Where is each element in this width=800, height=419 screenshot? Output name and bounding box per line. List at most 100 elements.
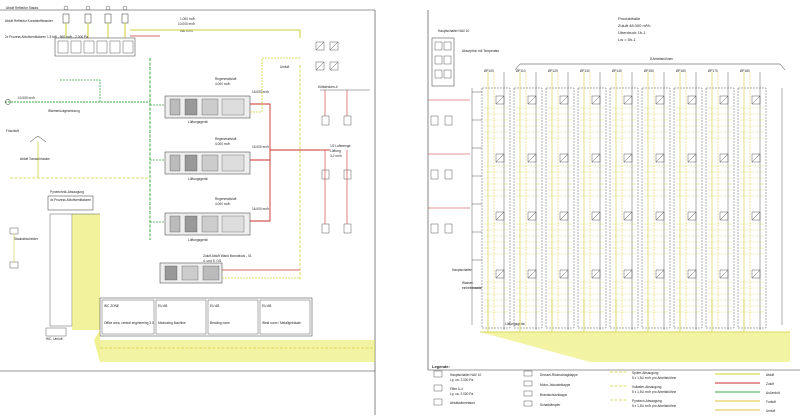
- right-bottom-label-1: Hauptschalter: [452, 268, 473, 272]
- terminal-4: [343, 169, 352, 180]
- legend-col1-name: Abluftwärmetauer: [450, 401, 476, 405]
- terminal-5: [321, 223, 330, 234]
- ahu-1-fan: [201, 98, 219, 116]
- top-tag-0: Abluft Reflektor Stacks: [6, 6, 39, 10]
- ahu-2-fan: [201, 154, 219, 172]
- ahu-1-filter: [169, 98, 181, 116]
- ws-damper: [559, 211, 569, 221]
- ahu-stack: Regenerativluft 4.000 m³/h 16.000 m³/h L…: [164, 77, 269, 242]
- right-header: Produkthalle Zuluft 48.000 m³/h Überdruc…: [431, 16, 786, 87]
- ws-damper: [687, 269, 697, 279]
- ahu-3: Regenerativluft 4.000 m³/h 16.000 m³/h L…: [164, 197, 269, 242]
- outside-air-ducts: 10.000 m³/h Wärmerückgewinnung: [5, 58, 195, 240]
- label-supply-main: Zuluft Abluft Wand Monoblock - 01: [203, 254, 252, 258]
- legend-symbol: [433, 398, 443, 406]
- dust-collector-2: [9, 261, 19, 269]
- legend-symbol: [433, 384, 443, 392]
- label-dust: Staubabscheider: [14, 237, 39, 241]
- ws-damper: [591, 269, 601, 279]
- right-top-bus: [514, 63, 786, 71]
- ws-damper-diag: [719, 269, 729, 279]
- vav-box-2-diag: [329, 41, 339, 51]
- bottom-duct-fill: [100, 340, 375, 362]
- vav-box-1: [315, 41, 325, 51]
- bottom-duct-wedge: [94, 330, 100, 362]
- ahu-3-fan: [201, 215, 219, 233]
- ahu-2-coil: [184, 154, 198, 172]
- legend-symbol: [523, 370, 533, 377]
- legend-symbol: [433, 370, 443, 378]
- rl-terminal-2: [444, 115, 453, 126]
- ws-damper-diag: [719, 95, 729, 105]
- ahu-2-right: 16.000 m³/h: [252, 145, 269, 149]
- ws-damper: [559, 153, 569, 163]
- right-line-1: Zuluft 48.000 m³/h: [618, 23, 650, 28]
- ws-column-7: ØF160: [673, 69, 703, 332]
- ahu-1: Regenerativluft 4.000 m³/h 16.000 m³/h L…: [164, 77, 269, 124]
- vav-box-4-diag: [329, 61, 339, 71]
- ws-damper: [591, 211, 601, 221]
- circuit-box: [45, 327, 67, 337]
- legend-symbol: [523, 390, 533, 397]
- ahu-3-name: Lüftungsgerät: [188, 238, 208, 242]
- label-fresh-air: Frischluft: [6, 129, 19, 133]
- legend-col1-name: Hauptschalter NAV 10: [450, 373, 482, 377]
- ahu-2-wheel: [221, 154, 245, 172]
- ws-damper-diag: [719, 153, 729, 163]
- ws-damper-diag: [527, 269, 537, 279]
- legend-col3-name: Vollaster-Absaugung: [632, 385, 662, 389]
- ws-damper-diag: [655, 95, 665, 105]
- legend-linetype-name: Umluft: [766, 409, 775, 413]
- right-top-bus-label: 8 Arbeitsbühnen: [650, 57, 673, 61]
- rl-terminal-3: [430, 169, 439, 180]
- rl-terminal-6: [444, 223, 453, 234]
- ws-damper: [527, 95, 537, 105]
- right-panel-switch-3: [434, 55, 443, 65]
- top-tag-2: 10.000 m³/h: [178, 22, 195, 26]
- supply-from-ahu-1: [250, 103, 320, 151]
- ahu-2-flow: 4.000 m³/h: [215, 142, 230, 146]
- ahu-3-flow: 4.000 m³/h: [215, 202, 230, 206]
- legend-col3-name: Spüler-Absaugung: [632, 371, 659, 375]
- pyrotech-column: [49, 213, 73, 327]
- stack-cap-1: [63, 5, 69, 11]
- legend-linetype-name: Abluft: [766, 373, 774, 377]
- rl-terminal-4: [444, 169, 453, 180]
- ws-damper: [687, 211, 697, 221]
- ahu-1-name: Lüftungsgerät: [188, 120, 208, 124]
- ws-column-frame: [705, 87, 735, 329]
- legend-linetype-item: Umluft: [715, 409, 775, 413]
- ws-damper: [719, 153, 729, 163]
- legend-col1-item: Filter A-4Lp, ca. 2.000 Pa: [433, 384, 473, 396]
- room-measuring-tag: EU AB: [158, 304, 167, 308]
- ws-damper-diag: [591, 269, 601, 279]
- ws-damper: [687, 153, 697, 163]
- legend-symbol: [523, 380, 533, 387]
- ahu-2: Regenerativluft 4.000 m³/h 16.000 m³/h L…: [164, 137, 269, 181]
- vav-box-1-diag: [315, 41, 325, 51]
- vav-box-1-frame: [315, 41, 325, 51]
- ws-column-frame: [481, 87, 511, 329]
- legend-linetype-name: Außenluft: [766, 391, 780, 395]
- ws-damper-diag: [655, 153, 665, 163]
- ws-damper: [719, 211, 729, 221]
- fan-bank-frame: [54, 37, 136, 57]
- left-sheet: Abluft Reflektor Stacks 1.000 m³/h 10.00…: [0, 5, 376, 415]
- exhaust-cap-icon: [29, 135, 47, 143]
- ws-column-frame: [673, 87, 703, 329]
- legend-title: Legende:: [432, 364, 450, 369]
- monoblock-fan: [181, 265, 199, 281]
- ahu-2-filter: [169, 154, 181, 172]
- ahu-1-right: 16.000 m³/h: [252, 90, 269, 94]
- right-panel-switch-6: [443, 69, 452, 79]
- label-exhaust-cap: Abluft Tondachhaube: [20, 157, 50, 161]
- ws-column-frame: [577, 87, 607, 329]
- ws-damper: [591, 95, 601, 105]
- ws-column-8: ØF170: [705, 69, 735, 332]
- ahu-3-filter: [169, 215, 181, 233]
- ws-tag-5: ØF140: [612, 69, 622, 73]
